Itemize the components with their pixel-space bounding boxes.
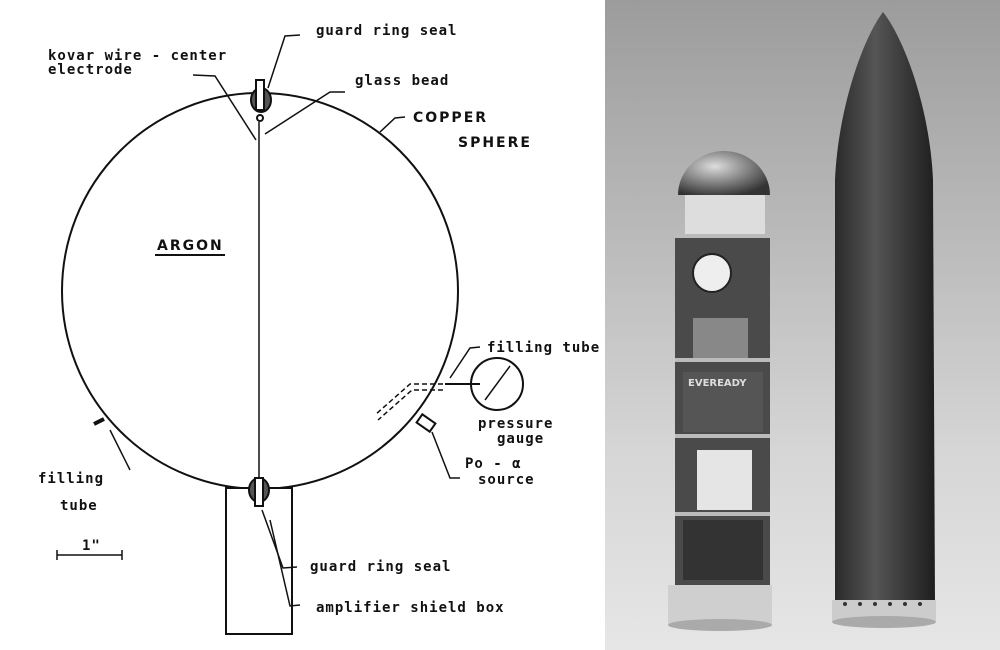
label-electrode: electrode — [48, 62, 133, 78]
label-pressure: pressure — [478, 416, 553, 432]
label-glass-bead: glass bead — [355, 73, 449, 89]
label-gauge: gauge — [497, 431, 544, 447]
copper-sphere — [61, 92, 459, 490]
rocket-nose-cone — [835, 12, 935, 605]
label-source: source — [478, 472, 535, 488]
label-guard-ring-seal-bottom: guard ring seal — [310, 559, 451, 575]
top-guard-ring-seal — [250, 79, 272, 122]
bottom-guard-ring-seal — [248, 477, 270, 507]
label-amplifier-shield-box: amplifier shield box — [316, 600, 505, 616]
label-sphere: SPHERE — [458, 135, 532, 151]
label-argon: ARGON — [157, 238, 224, 254]
label-scale: 1" — [82, 538, 101, 554]
eveready-battery-label: EVEREADY — [688, 378, 747, 389]
instrument-stack: EVEREADY — [668, 151, 772, 631]
label-kovar-wire: kovar wire - center — [48, 48, 227, 64]
amplifier-shield-box — [225, 487, 293, 635]
label-copper: COPPER — [413, 110, 488, 126]
label-po-alpha: Po - α — [465, 456, 522, 472]
label-tube: tube — [60, 498, 98, 514]
pressure-gauge — [470, 357, 524, 411]
po-alpha-source — [415, 412, 437, 434]
label-filling: filling — [38, 471, 104, 487]
label-guard-ring-seal-top: guard ring seal — [316, 23, 457, 39]
label-filling-tube-right: filling tube — [487, 340, 600, 356]
payload-photo: EVEREADY — [605, 0, 1000, 650]
